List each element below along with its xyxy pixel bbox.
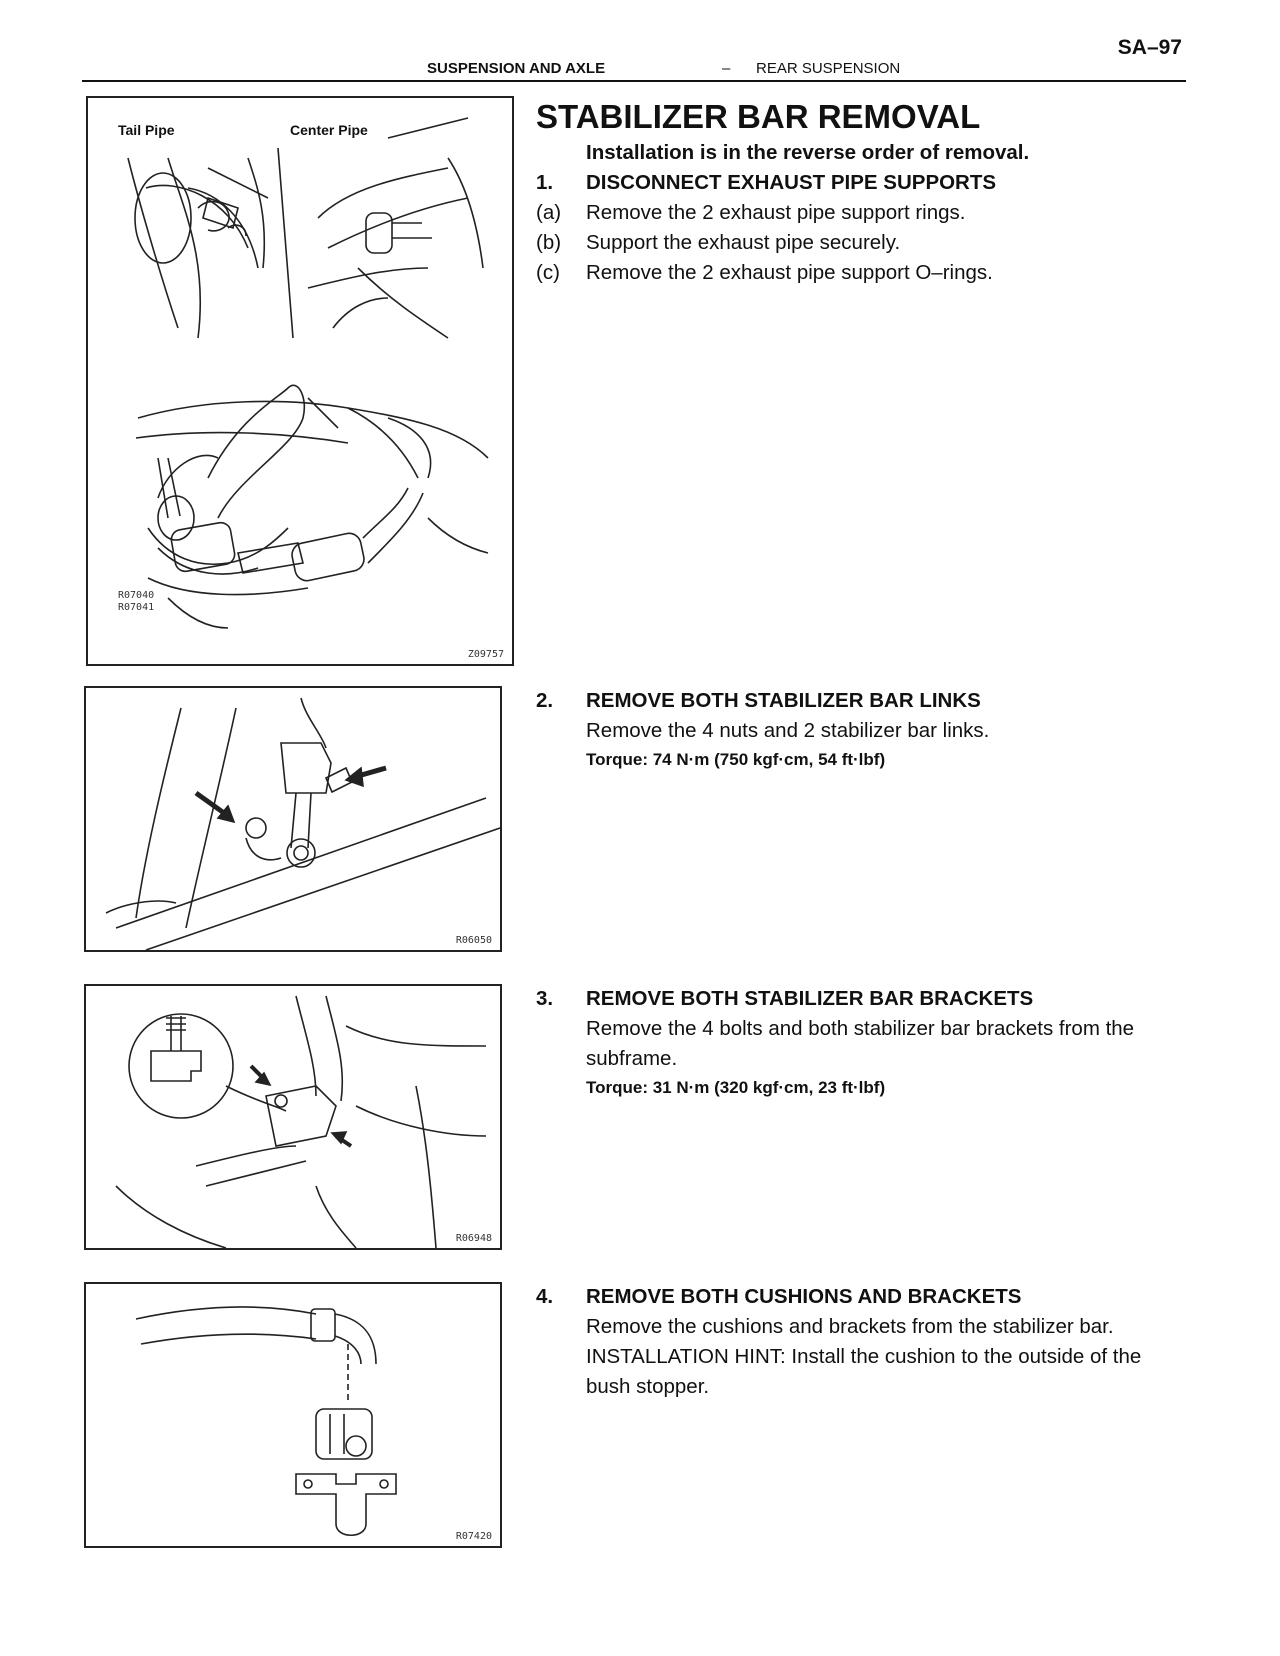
step-3-body: Remove the 4 bolts and both stabilizer b… (586, 1017, 1135, 1070)
substep-b: (b) Support the exhaust pipe securely. (536, 228, 1190, 258)
figure-exhaust-supports: Tail Pipe Center Pipe R07040 R07041 Z097… (86, 96, 514, 666)
cushions-illustration (135, 1306, 397, 1537)
intro-note: Installation is in the reverse order of … (586, 141, 1030, 164)
step-2-torque: Torque: 74 N·m (750 kgf·cm, 54 ft·lbf) (586, 750, 886, 769)
label-tail-pipe: Tail Pipe (118, 122, 175, 138)
substep-c: (c) Remove the 2 exhaust pipe support O–… (536, 258, 1190, 288)
substep-a: (a) Remove the 2 exhaust pipe support ri… (536, 198, 1190, 228)
step-4-body: Remove the cushions and brackets from th… (586, 1315, 1114, 1338)
step-number: 3. (536, 987, 554, 1010)
step-number: 4. (536, 1285, 554, 1308)
step-1-heading: 1. DISCONNECT EXHAUST PIPE SUPPORTS (536, 168, 1190, 198)
step-4-hint: INSTALLATION HINT: Install the cushion t… (586, 1345, 1142, 1398)
running-header: SUSPENSION AND AXLE – REAR SUSPENSION (82, 58, 1186, 82)
step-3-heading: 3. REMOVE BOTH STABILIZER BAR BRACKETS (536, 984, 1190, 1014)
page-number: SA–97 (1117, 36, 1182, 59)
substep-label: (b) (536, 231, 562, 254)
exhaust-illustration (127, 117, 489, 629)
step-3-torque: Torque: 31 N·m (320 kgf·cm, 23 ft·lbf) (586, 1078, 886, 1097)
label-center-pipe: Center Pipe (290, 122, 368, 138)
figure-stabilizer-links: R06050 (84, 686, 502, 952)
step-title: DISCONNECT EXHAUST PIPE SUPPORTS (586, 171, 997, 194)
section-removal: STABILIZER BAR REMOVAL Installation is i… (536, 96, 1190, 288)
step-2-body: Remove the 4 nuts and 2 stabilizer bar l… (586, 719, 990, 742)
step-2-heading: 2. REMOVE BOTH STABILIZER BAR LINKS (536, 686, 1190, 716)
step-title: REMOVE BOTH STABILIZER BAR BRACKETS (586, 987, 1034, 1010)
figure-id: Z09757 (467, 649, 504, 660)
figure-id: R06948 (455, 1233, 492, 1244)
figure-stabilizer-brackets: R06948 (84, 984, 502, 1250)
section-step-2: 2. REMOVE BOTH STABILIZER BAR LINKS Remo… (536, 686, 1190, 774)
brackets-illustration (115, 995, 487, 1248)
substep-text: Remove the 2 exhaust pipe support rings. (586, 201, 966, 224)
substep-text: Support the exhaust pipe securely. (586, 231, 901, 254)
step-number: 2. (536, 689, 554, 712)
substep-text: Remove the 2 exhaust pipe support O–ring… (586, 261, 993, 284)
header-section: SUSPENSION AND AXLE (427, 60, 606, 77)
section-step-3: 3. REMOVE BOTH STABILIZER BAR BRACKETS R… (536, 984, 1190, 1102)
substep-label: (c) (536, 261, 560, 284)
links-illustration (105, 697, 500, 950)
step-number: 1. (536, 171, 554, 194)
header-subsection: REAR SUSPENSION (756, 60, 901, 77)
section-step-4: 4. REMOVE BOTH CUSHIONS AND BRACKETS Rem… (536, 1282, 1190, 1402)
figure-id: R07420 (455, 1531, 492, 1542)
figure-cushions-brackets: R07420 (84, 1282, 502, 1548)
step-title: REMOVE BOTH CUSHIONS AND BRACKETS (586, 1285, 1022, 1308)
header-dash: – (722, 60, 731, 77)
step-4-heading: 4. REMOVE BOTH CUSHIONS AND BRACKETS (536, 1282, 1190, 1312)
figure-code-2: R07041 (118, 602, 155, 613)
step-title: REMOVE BOTH STABILIZER BAR LINKS (586, 689, 981, 712)
page-title: STABILIZER BAR REMOVAL (536, 98, 981, 135)
figure-code-1: R07040 (118, 590, 155, 601)
figure-id: R06050 (455, 935, 492, 946)
substep-label: (a) (536, 201, 562, 224)
